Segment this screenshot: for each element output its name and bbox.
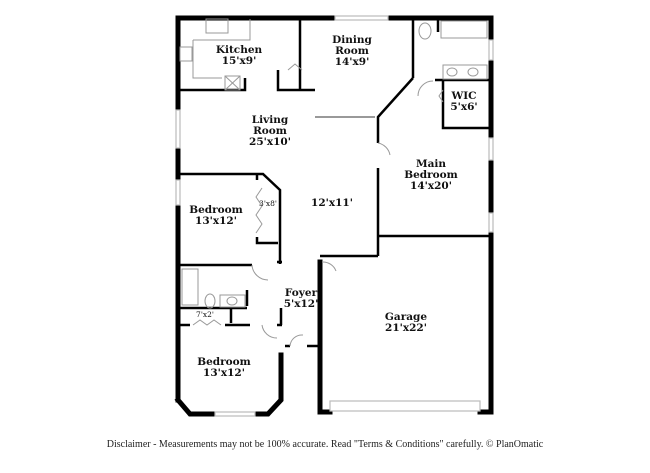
room-dims: 3'x8' (259, 199, 277, 208)
room-label-wic: WIC 5'x6' (450, 90, 478, 114)
room-label-garage: Garage 21'x22' (384, 311, 428, 335)
room-dims: 7'x2' (196, 310, 214, 319)
room-name-line1: Dining (332, 34, 372, 46)
room-name: Bedroom (197, 356, 251, 368)
room-dims: 25'x10' (249, 136, 291, 149)
fixtures (179, 18, 488, 347)
windows (175, 15, 494, 417)
room-label-dining-room: Dining Room 14'x9' (332, 34, 372, 69)
room-name: Bedroom (189, 204, 243, 216)
room-dims: 21'x22' (385, 322, 427, 335)
room-label-closet-3x8: 3'x8' (259, 200, 277, 208)
room-name-line1: Living (251, 114, 289, 126)
room-label-kitchen: Kitchen 15'x9' (215, 44, 263, 68)
room-label-living-room: Living Room 25'x10' (249, 114, 291, 149)
room-label-main-bedroom: Main Bedroom 14'x20' (404, 158, 458, 193)
room-name: Garage (384, 311, 428, 323)
room-dims: 14'x20' (410, 180, 452, 193)
room-name-line2: Bedroom (404, 169, 458, 182)
room-label-hall: 12'x11' (311, 197, 353, 209)
room-dims: 13'x12' (203, 367, 245, 380)
room-label-bedroom-3: Bedroom 13'x12' (197, 356, 251, 380)
room-name-line2: Room (335, 45, 369, 58)
room-dims: 5'x6' (450, 101, 478, 114)
room-label-foyer: Foyer 5'x12' (283, 287, 319, 311)
room-name-line2: Room (253, 125, 287, 138)
room-dims: 13'x12' (195, 215, 237, 228)
room-dims: 12'x11' (311, 197, 353, 209)
room-label-bedroom-2: Bedroom 13'x12' (189, 204, 243, 228)
room-dims: 14'x9' (334, 56, 370, 69)
room-label-closet-7x2: 7'x2' (196, 311, 214, 319)
room-name-line1: Main (415, 158, 447, 170)
room-name: Kitchen (215, 44, 263, 56)
room-dims: 15'x9' (221, 55, 257, 68)
room-name: WIC (451, 90, 477, 102)
room-name: Foyer (284, 287, 318, 299)
disclaimer-text: Disclaimer - Measurements may not be 100… (106, 439, 544, 450)
room-dims: 5'x12' (283, 298, 319, 311)
exterior-walls (174, 15, 494, 417)
interior-walls (180, 18, 491, 348)
